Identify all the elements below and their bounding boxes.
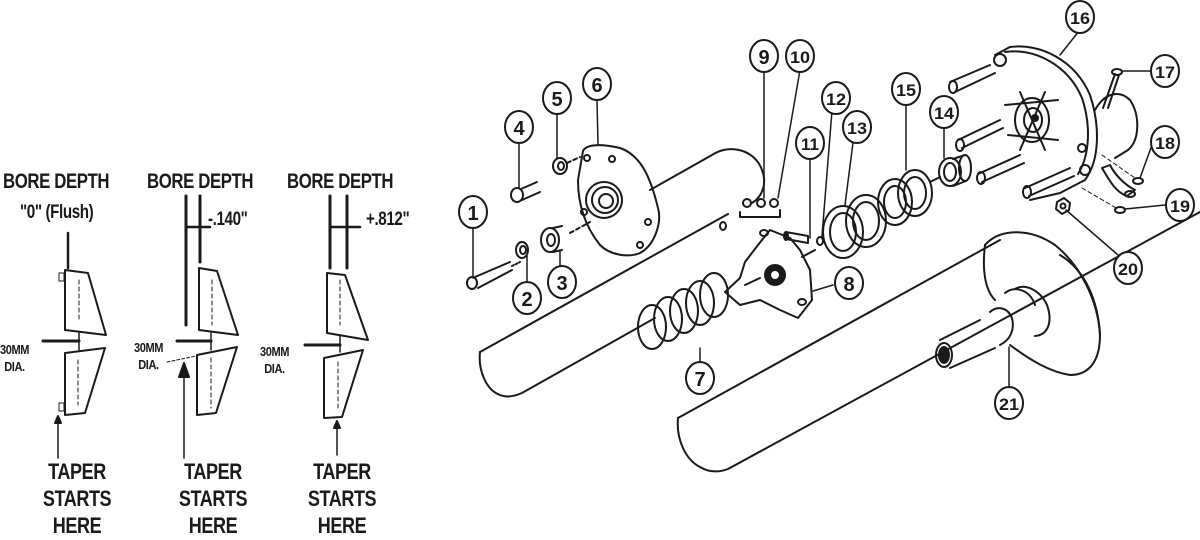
callout-1: 1 bbox=[467, 203, 478, 225]
part-bushing bbox=[540, 225, 563, 253]
bore-depth-heading: BORE DEPTH bbox=[3, 170, 110, 193]
callout-13: 13 bbox=[847, 119, 867, 138]
callout-6: 6 bbox=[591, 75, 602, 97]
part-bolt-short bbox=[510, 181, 541, 203]
part-washer-small bbox=[515, 241, 529, 259]
taper-word-1: TAPER bbox=[184, 459, 242, 484]
lower-shaft-tube bbox=[676, 211, 1200, 473]
sheave-cross-section-minus bbox=[166, 194, 239, 459]
callout-17: 17 bbox=[1155, 63, 1175, 82]
callout-16: 16 bbox=[1070, 9, 1090, 28]
part-cover-housing bbox=[948, 45, 1139, 201]
callout-4: 4 bbox=[513, 118, 525, 140]
diameter-label-unit: DIA. bbox=[264, 361, 285, 376]
callout-circles bbox=[458, 0, 1195, 420]
part-washer-stack bbox=[822, 194, 887, 259]
taper-word-1: TAPER bbox=[313, 459, 371, 484]
taper-word-3: HERE bbox=[317, 513, 367, 538]
taper-word-2: STARTS bbox=[42, 486, 112, 511]
part-spring bbox=[637, 272, 729, 350]
taper-word-2: STARTS bbox=[178, 486, 248, 511]
diameter-label: 30MM DIA. bbox=[0, 341, 29, 375]
part-shim-rings bbox=[877, 169, 933, 226]
part-nut bbox=[1055, 197, 1071, 215]
diameter-label-size: 30MM bbox=[260, 344, 290, 359]
callout-10: 10 bbox=[790, 48, 810, 67]
taper-word-2: STARTS bbox=[307, 486, 377, 511]
diameter-label-size: 30MM bbox=[0, 342, 30, 357]
taper-word-3: HERE bbox=[52, 513, 102, 538]
bore-depth-heading: BORE DEPTH bbox=[147, 170, 254, 193]
callout-12: 12 bbox=[826, 90, 846, 109]
callout-2: 2 bbox=[521, 289, 532, 311]
part-washer-upper bbox=[552, 157, 568, 175]
part-cover-screw bbox=[1102, 68, 1123, 109]
callout-11: 11 bbox=[801, 135, 819, 154]
callout-5: 5 bbox=[551, 89, 562, 111]
assembly-axis-line bbox=[801, 249, 816, 258]
diameter-label-size: 30MM bbox=[134, 340, 164, 355]
callout-21: 21 bbox=[999, 395, 1019, 414]
diameter-label: 30MM DIA. bbox=[260, 343, 289, 377]
callout-9: 9 bbox=[758, 47, 769, 69]
diameter-label: 30MM DIA. bbox=[134, 339, 163, 373]
sheave-cross-section-flush bbox=[41, 231, 107, 459]
diameter-label-unit: DIA. bbox=[138, 357, 159, 372]
part-fixed-sheave bbox=[935, 231, 1101, 376]
part-small-bushing bbox=[816, 236, 824, 246]
callout-numbers: 1 2 3 4 5 6 7 8 9 10 11 12 13 14 15 16 1… bbox=[467, 9, 1190, 414]
callout-8: 8 bbox=[843, 274, 854, 296]
part-bolt-long bbox=[466, 261, 521, 290]
bore-depth-value: +.812" bbox=[366, 209, 410, 230]
callout-19: 19 bbox=[1170, 197, 1190, 216]
taper-starts-label: TAPER STARTS HERE bbox=[40, 458, 114, 539]
bore-depth-heading: BORE DEPTH bbox=[287, 170, 394, 193]
part-pin bbox=[783, 231, 809, 244]
callout-7: 7 bbox=[694, 369, 705, 391]
taper-starts-label: TAPER STARTS HERE bbox=[305, 458, 379, 539]
taper-word-1: TAPER bbox=[48, 459, 106, 484]
callout-15: 15 bbox=[896, 81, 916, 100]
diameter-label-unit: DIA. bbox=[4, 359, 25, 374]
part-spider bbox=[724, 229, 813, 319]
sheave-cross-section-plus bbox=[303, 194, 369, 456]
callout-3: 3 bbox=[556, 273, 567, 295]
bore-depth-value: -.140" bbox=[208, 209, 248, 230]
part-bearing-cover bbox=[566, 144, 660, 257]
part-cover-bushing bbox=[929, 154, 972, 187]
taper-word-3: HERE bbox=[188, 513, 238, 538]
callout-20: 20 bbox=[1118, 260, 1138, 279]
callout-18: 18 bbox=[1155, 134, 1175, 153]
upper-shaft-tube bbox=[478, 148, 766, 398]
bore-depth-value: "0" (Flush) bbox=[20, 202, 94, 223]
taper-starts-label: TAPER STARTS HERE bbox=[176, 458, 250, 539]
part-bracket bbox=[1081, 154, 1144, 214]
callout-14: 14 bbox=[934, 104, 955, 123]
part-buttons-9-10 bbox=[719, 198, 781, 231]
